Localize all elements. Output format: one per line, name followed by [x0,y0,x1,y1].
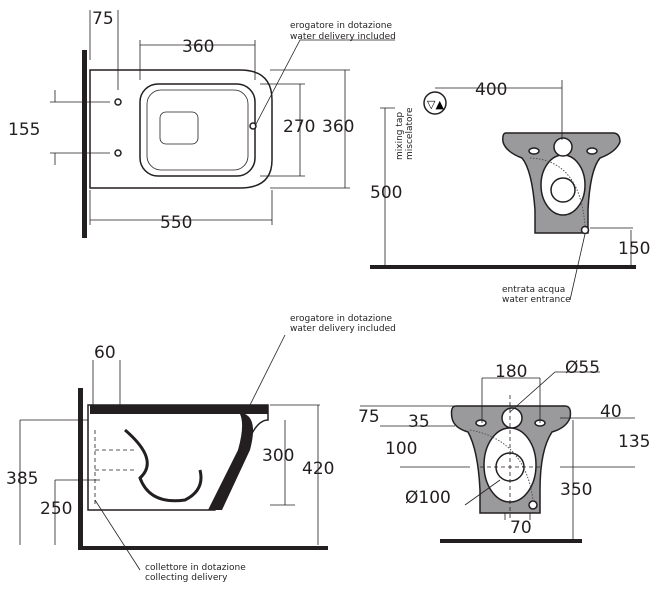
dim-75: 75 [92,9,114,29]
tap-label-line2: miscelatore [405,107,415,160]
rear-view: 180 Ø55 75 35 40 135 100 350 Ø100 70 [358,358,650,543]
inlet-callout-line1: entrata acqua [502,285,565,295]
inlet [553,137,573,157]
dim-150: 150 [618,239,650,259]
dim-40: 40 [600,402,622,422]
dim-420: 420 [302,459,334,479]
dim-135: 135 [618,432,650,452]
tap-symbol: ▽▲ [427,98,444,111]
supply-pipe [529,157,586,227]
side-callout-bottom-line1: collettore in dotazione [145,563,246,573]
fixing-hole [114,149,122,157]
dim-250: 250 [40,499,72,519]
dim-300: 300 [262,446,294,466]
dim-70: 70 [510,518,532,538]
trap-section [124,428,203,503]
dim-75: 75 [358,407,380,427]
center-lines [480,395,540,520]
mixing-tap-icon [423,91,447,115]
dim-400: 400 [475,80,507,100]
dimension-lines [380,80,633,301]
fixing-hole [528,147,540,155]
dimension-lines [360,371,635,540]
dim-270: 270 [283,117,315,137]
water-supply [528,500,538,510]
dim-100: 100 [385,439,417,459]
dimension-arrows [54,44,346,221]
dim-d100: Ø100 [405,488,451,508]
fixing-hole [586,147,598,155]
dim-385: 385 [6,469,38,489]
tap-view: ▽▲ 400 500 150 mixing tap miscelatore en… [370,80,650,305]
wall [78,388,83,548]
callout-line2: water delivery included [290,32,396,42]
top-view: 75 360 155 270 360 550 erogatore in dota… [8,9,396,238]
outlet [550,177,576,203]
seat-section [90,405,268,414]
callout-line1: erogatore in dotazione [290,21,392,31]
inlet-callout-line2: water entrance [502,295,571,305]
side-callout-bottom-line2: collecting delivery [145,573,228,583]
floor [440,539,582,543]
dim-60: 60 [94,343,116,363]
dim-360-total: 360 [322,117,354,137]
side-view: 60 300 420 385 250 erogatore in dotazion… [6,314,396,583]
floor [78,546,328,550]
fixing-hole [475,419,487,427]
dimension-lines [50,10,395,225]
dim-500: 500 [370,183,402,203]
dim-d55: Ø55 [565,358,600,378]
dim-360: 360 [182,37,214,57]
bowl-opening [159,111,199,145]
dim-350: 350 [560,480,592,500]
tap-label-line1: mixing tap [395,112,405,160]
fixing-hole [114,98,122,106]
dim-550: 550 [160,213,192,233]
dim-35: 35 [408,412,430,432]
floor [370,265,636,269]
side-callout-top-line2: water delivery included [290,324,396,334]
dim-180: 180 [495,362,527,382]
inlet-55 [501,407,523,429]
hidden-lines [94,430,135,505]
side-callout-top-line1: erogatore in dotazione [290,314,392,324]
water-inlet [249,122,257,130]
seat-outline [139,83,256,177]
tap-label: mixing tap miscelatore [395,107,415,160]
front-wall-section [208,414,254,510]
wall [82,50,87,238]
dim-155: 155 [8,120,40,140]
seat-inner [146,89,249,171]
dimension-lines [19,334,320,571]
water-entrance [580,225,590,235]
